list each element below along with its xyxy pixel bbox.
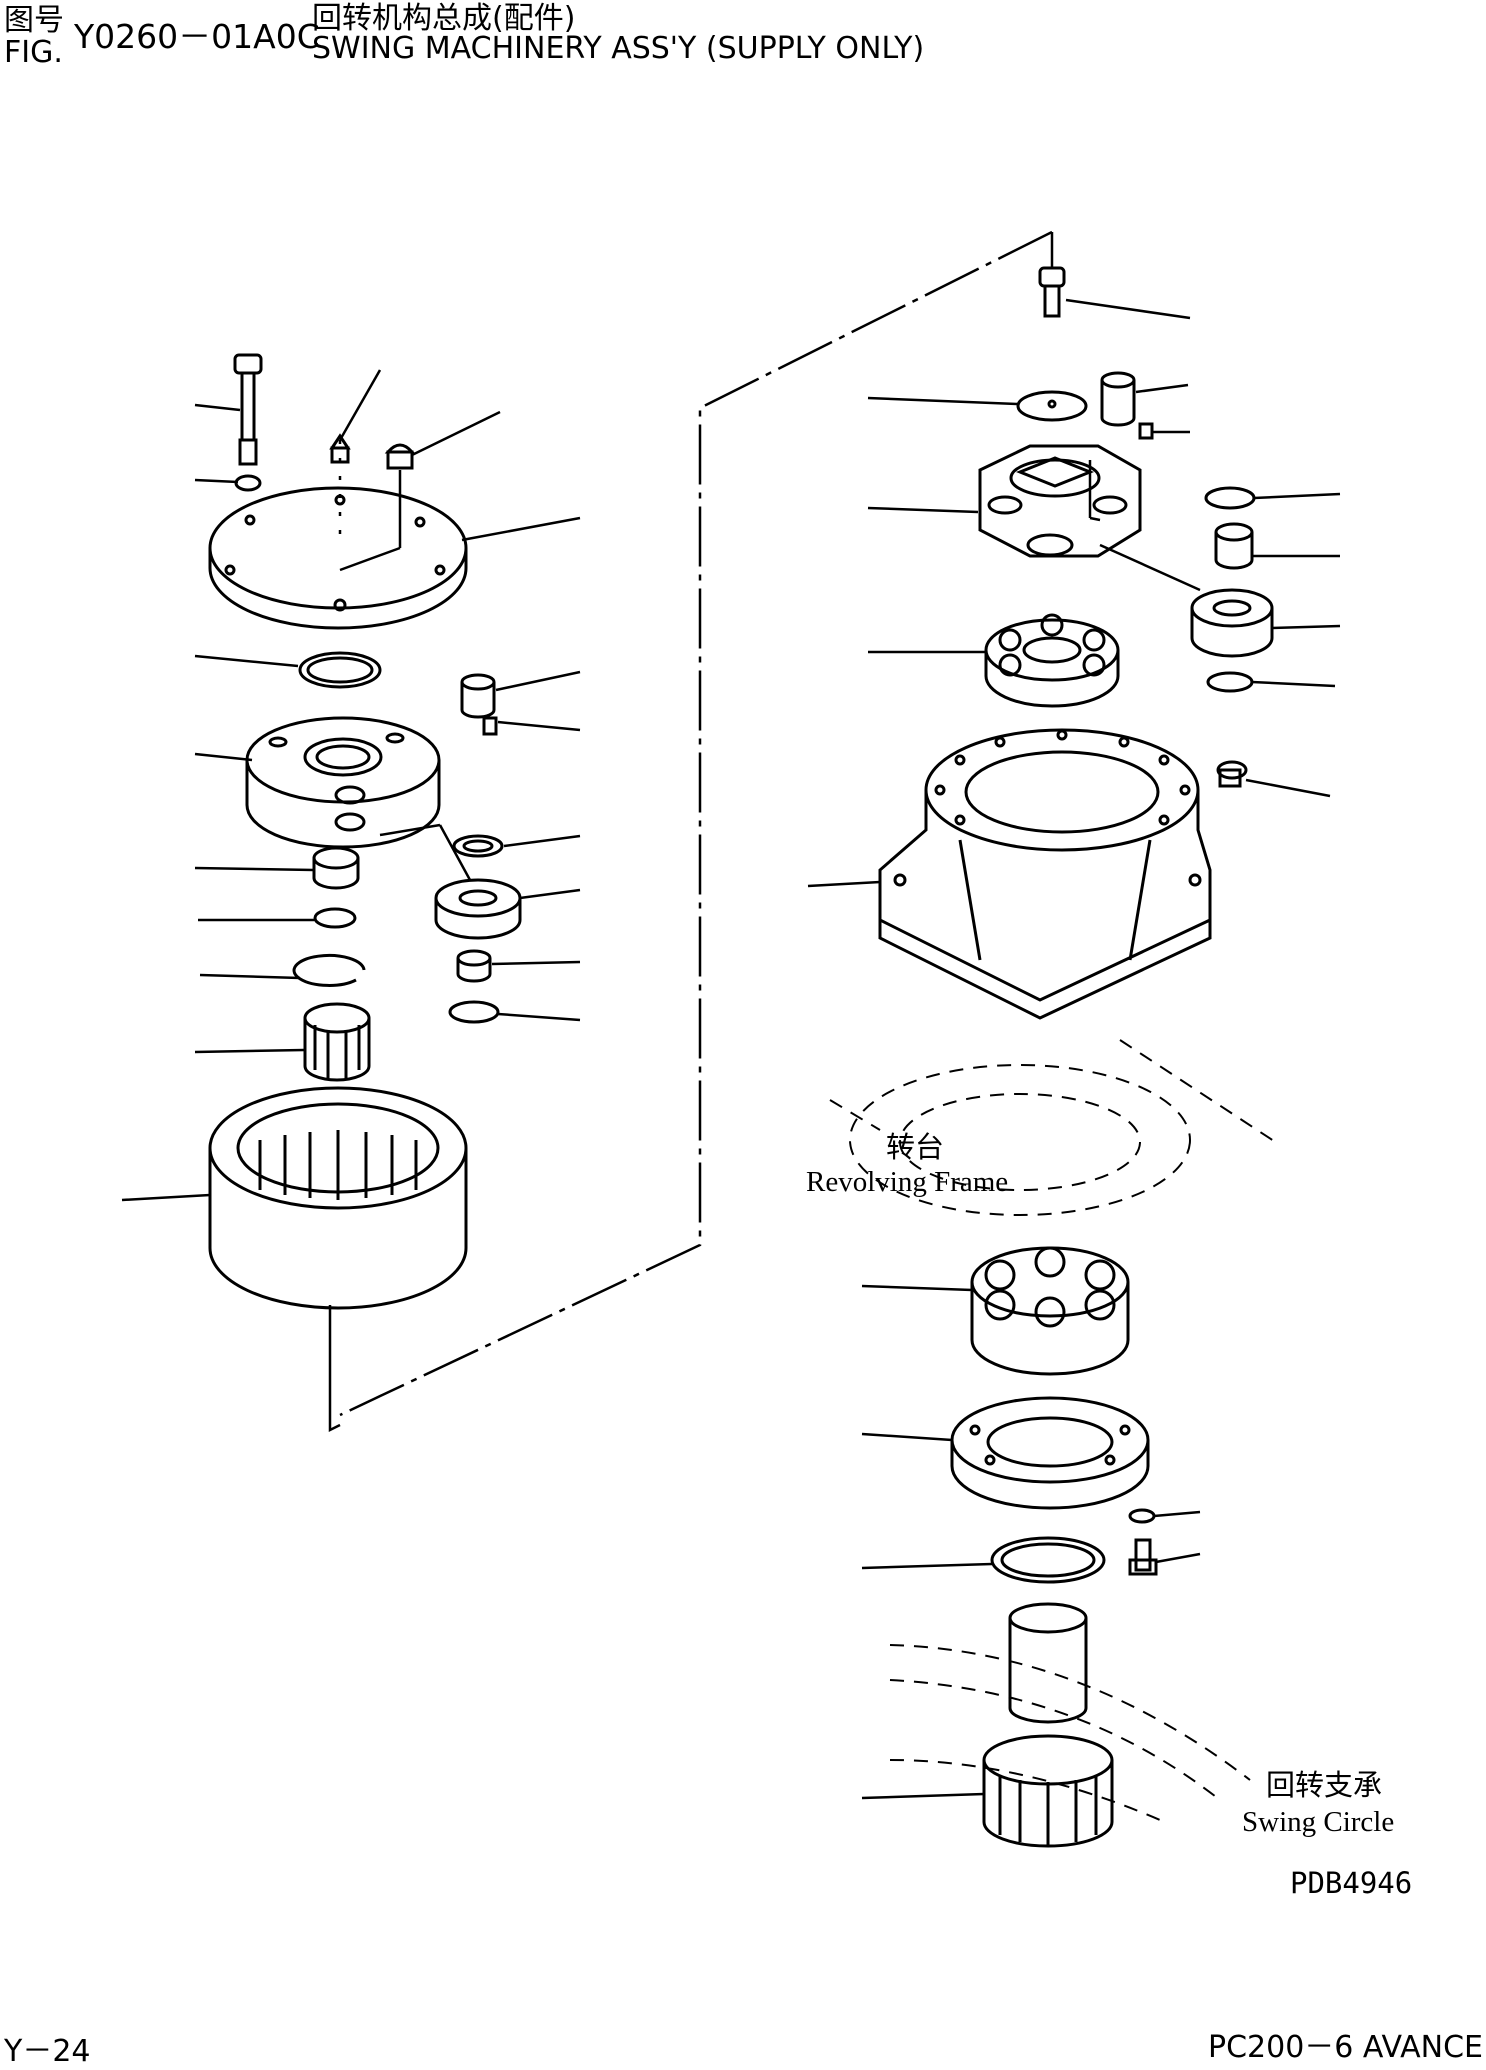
swing-housing (878, 728, 1212, 1020)
washer-small (234, 474, 262, 492)
carrier-upper (245, 716, 441, 849)
oil-seal (298, 651, 382, 689)
assembly-lines (328, 230, 1201, 1433)
title-cn: 回转机构总成(配件) (312, 1, 576, 36)
cover-plate (208, 486, 468, 630)
bolt-flange (1128, 1538, 1158, 1576)
washer-right (452, 834, 504, 858)
swing-circle-outline (889, 1644, 1251, 1821)
revolving-frame-label-cn: 转台 (886, 1132, 945, 1164)
fig-label-cn: 图号 (4, 3, 64, 38)
shim-plate (1016, 390, 1088, 422)
ring-gear (208, 1086, 468, 1310)
planet-gear (434, 878, 522, 940)
plug-right (1216, 760, 1248, 788)
setscrew-right (1138, 422, 1154, 440)
long-bolt (233, 353, 263, 466)
pinion-shaft (982, 1602, 1114, 1848)
swing-circle-label-en: Swing Circle (1242, 1806, 1395, 1838)
sun-gear (303, 1002, 371, 1082)
needle-bearing (456, 949, 492, 983)
revolving-frame-label-en: Revolving Frame (806, 1166, 1009, 1198)
setscrew (482, 716, 498, 736)
grease-fitting (329, 433, 351, 464)
oil-seal-lower (990, 1536, 1106, 1584)
model-name: PC200－6 AVANCE (1208, 2030, 1483, 2065)
thrust-washer (313, 907, 357, 929)
pin-right (1100, 371, 1136, 427)
bolt-small (1038, 266, 1066, 318)
drawing-code: PDB4946 (1290, 1866, 1413, 1900)
washer-r1 (1204, 486, 1256, 510)
needle-bearing-r (1214, 522, 1254, 570)
roller-bearing (984, 613, 1120, 708)
fig-number: Y0260－01A0C (74, 17, 320, 56)
bearing-flange (950, 1396, 1150, 1510)
fig-label-en: FIG. (4, 35, 63, 70)
roller-bearing-lower (970, 1246, 1130, 1376)
planet-gear-r (1190, 588, 1274, 658)
leader-lines (121, 298, 1341, 1800)
thrust-washer-lower (448, 1000, 500, 1024)
swing-circle-label-cn: 回转支承 (1266, 1770, 1383, 1802)
pin (460, 673, 496, 719)
plug (384, 443, 416, 470)
revolving-frame-outline (829, 1039, 1281, 1216)
washer-r2 (1206, 671, 1254, 693)
page-number: Y－24 (4, 2034, 91, 2069)
washer-flange (1128, 1508, 1156, 1524)
carrier-lower (978, 444, 1142, 558)
snap-ring (292, 953, 366, 987)
gear-small (312, 846, 360, 890)
title-en: SWING MACHINERY ASS'Y (SUPPLY ONLY) (312, 31, 925, 66)
